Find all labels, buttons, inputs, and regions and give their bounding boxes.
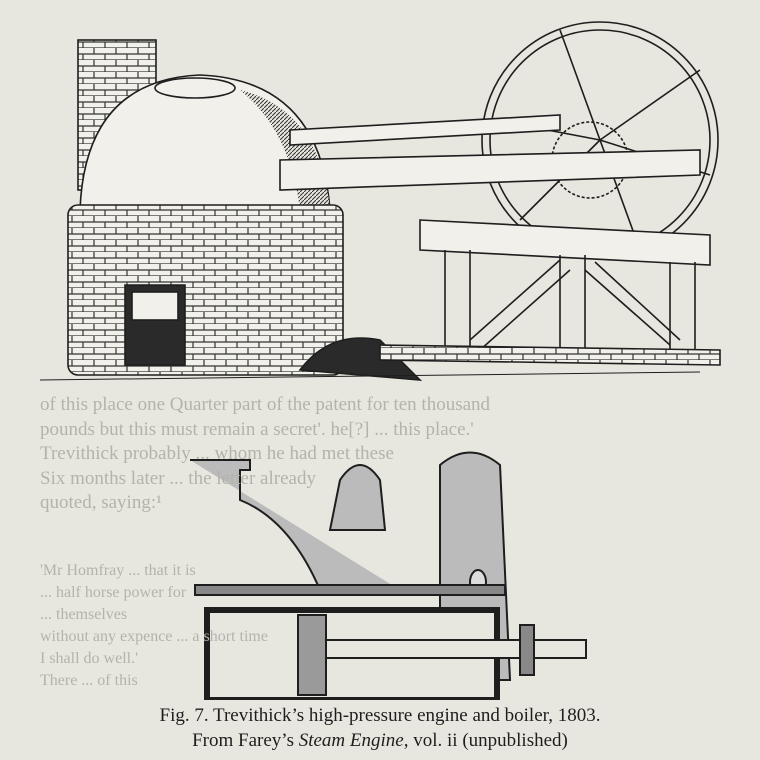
show-through-line: ... themselves [40, 606, 128, 623]
foundation [379, 344, 721, 366]
section-drawing [190, 451, 587, 700]
steam-passage [194, 584, 506, 596]
show-through-line: quoted, saying:¹ [40, 492, 162, 513]
show-through-line: of this place one Quarter part of the pa… [40, 394, 491, 415]
shadow [298, 337, 423, 381]
show-through-line: ... half horse power for [40, 584, 187, 601]
frame-beam [419, 219, 711, 266]
boiler-brickwork [67, 204, 344, 376]
figure-source: From Farey’s Steam Engine, vol. ii (unpu… [0, 730, 760, 752]
cylinder-beam [279, 149, 701, 191]
show-through-line: Trevithick probably ... whom he had met … [40, 443, 394, 464]
piston-rod [289, 114, 561, 146]
engine-engraving [39, 21, 721, 700]
show-through-line: pounds but this must remain a secret'. h… [40, 418, 474, 440]
show-through-line: There ... of this [40, 672, 138, 689]
valve-box [328, 464, 387, 531]
figure-caption: Fig. 7. Trevithick’s high-pressure engin… [159, 705, 601, 726]
show-through-line: 'Mr Homfray ... that it is [40, 562, 196, 579]
show-through-line: without any expence ... a short time [40, 628, 268, 645]
show-through-text-upper: of this place one Quarter part of the pa… [40, 393, 730, 516]
source-suffix: , vol. ii (unpublished) [403, 730, 568, 751]
gland [519, 624, 535, 676]
source-prefix: From Farey’s [192, 730, 299, 751]
show-through-text-lower: 'Mr Homfray ... that it is ... half hors… [40, 560, 730, 692]
boiler-and-engine [39, 21, 721, 381]
show-through-line: I shall do well.' [40, 650, 138, 667]
manhole-cover [154, 77, 236, 99]
piston [297, 614, 327, 696]
show-through-line: Six months later ... the letter already [40, 467, 316, 489]
source-title: Steam Engine [298, 730, 404, 751]
